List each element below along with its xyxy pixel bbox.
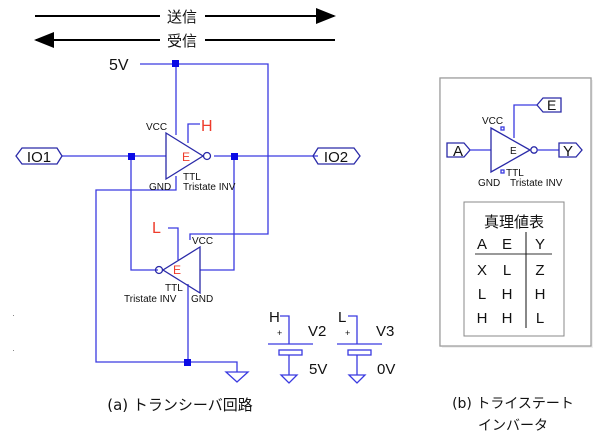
source-v2: H + V2 5V xyxy=(268,309,327,384)
svg-text:IO2: IO2 xyxy=(324,149,348,166)
svg-text:TTL: TTL xyxy=(165,283,183,294)
caption-a: (a) トランシーバ回路 xyxy=(107,396,253,414)
junction-5v xyxy=(172,60,179,67)
svg-text:VCC: VCC xyxy=(192,236,213,247)
svg-text:0V: 0V xyxy=(377,361,395,378)
send-label: 送信 xyxy=(167,8,197,26)
svg-text:V2: V2 xyxy=(308,323,326,340)
caption-b-line2: インバータ xyxy=(478,418,548,434)
send-arrow: 送信 xyxy=(35,8,336,26)
receive-arrow: 受信 xyxy=(34,32,335,50)
truth-table-cell: H xyxy=(502,310,513,327)
enable-level-l: L xyxy=(152,220,161,237)
truth-table-cell: H xyxy=(502,286,513,303)
svg-text:IO1: IO1 xyxy=(27,149,51,166)
truth-table-cell: L xyxy=(478,286,486,303)
truth-table-header: E xyxy=(502,236,512,253)
svg-text:Tristate INV: Tristate INV xyxy=(510,178,563,189)
svg-text:E: E xyxy=(182,150,190,164)
junction-io2 xyxy=(231,153,238,160)
receive-label: 受信 xyxy=(167,32,197,50)
junction-io1 xyxy=(128,153,135,160)
svg-text:TTL: TTL xyxy=(506,168,524,179)
truth-table-cell: Z xyxy=(535,262,544,279)
caption-b-line1: (b) トライステート xyxy=(452,396,574,412)
truth-table-cell: X xyxy=(477,262,487,279)
lower-tristate-inverter: VCC GND E L TTL Tristate INV xyxy=(124,220,213,305)
svg-text:Tristate INV: Tristate INV xyxy=(183,182,236,193)
svg-text:TTL: TTL xyxy=(183,172,201,183)
svg-text:+: + xyxy=(277,328,282,338)
svg-text:5V: 5V xyxy=(309,361,327,378)
truth-table-header: A xyxy=(477,236,487,253)
svg-text:Y: Y xyxy=(563,143,573,160)
upper-tristate-inverter: VCC GND E H TTL Tristate INV xyxy=(146,118,236,193)
port-io2: IO2 xyxy=(312,147,361,166)
enable-level-h: H xyxy=(201,118,213,135)
truth-table-cell: H xyxy=(535,286,546,303)
port-io1: IO1 xyxy=(15,147,63,166)
svg-text:GND: GND xyxy=(478,178,500,189)
truth-table-title: 真理値表 xyxy=(484,213,544,231)
truth-table-header: Y xyxy=(535,236,545,253)
svg-text:GND: GND xyxy=(191,294,213,305)
svg-text:A: A xyxy=(453,143,463,160)
truth-table-cell: L xyxy=(536,310,544,327)
svg-text:V3: V3 xyxy=(376,323,394,340)
svg-text:GND: GND xyxy=(149,182,171,193)
svg-text:E: E xyxy=(173,263,181,277)
svg-text:H: H xyxy=(269,309,280,326)
svg-text:VCC: VCC xyxy=(146,122,167,133)
svg-text:E: E xyxy=(510,146,517,157)
svg-text:Tristate INV: Tristate INV xyxy=(124,294,177,305)
ground-icon xyxy=(224,371,250,383)
tristate-inverter-symbol: A Y E VCC GND E TTL Tristate INV xyxy=(446,97,583,189)
source-v3: L + V3 0V xyxy=(337,309,395,384)
truth-table-cell: H xyxy=(477,310,488,327)
svg-text:E: E xyxy=(547,97,556,113)
wires xyxy=(62,63,318,372)
svg-text:L: L xyxy=(338,309,346,326)
junction-gnd xyxy=(184,359,191,366)
svg-text:+: + xyxy=(345,328,350,338)
svg-text:VCC: VCC xyxy=(482,116,503,127)
supply-label: 5V xyxy=(109,57,129,74)
truth-table-cell: L xyxy=(503,262,511,279)
